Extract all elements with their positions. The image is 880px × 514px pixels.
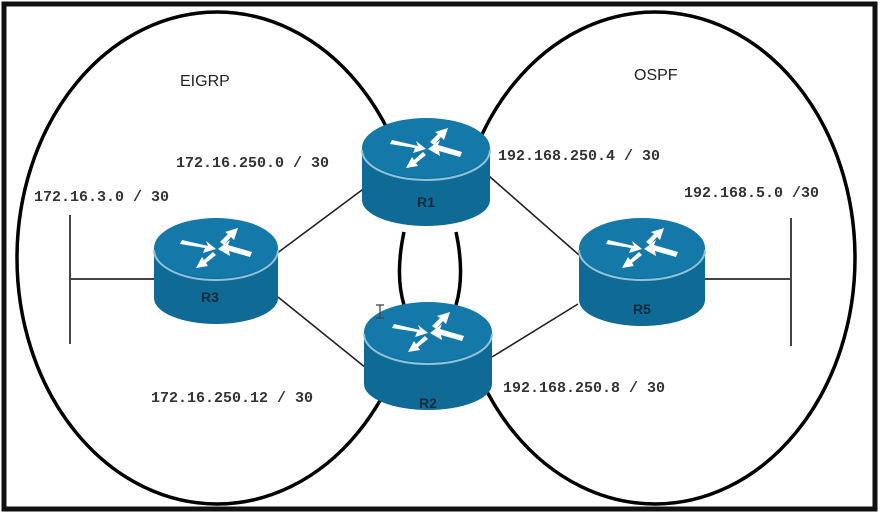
network-label-r5-lan: 192.168.5.0 /30 (684, 185, 819, 202)
router-top (364, 302, 492, 362)
text-cursor-icon (376, 304, 384, 319)
link-r2-r5 (491, 303, 579, 358)
router-stripe (363, 333, 493, 365)
router-label-r5: R5 (633, 301, 651, 317)
router-stripe (361, 149, 491, 181)
router-top (579, 218, 705, 278)
network-label-r1-r5: 192.168.250.4 / 30 (498, 148, 660, 165)
network-label-r3-lan: 172.16.3.0 / 30 (34, 189, 169, 206)
ospf-area-label: OSPF (634, 67, 678, 84)
link-r3-r2 (277, 296, 367, 369)
router-stripe (578, 249, 706, 281)
link-r1-r5 (488, 175, 580, 256)
eigrp-area-label: EIGRP (180, 73, 230, 90)
network-label-r1-r3: 172.16.250.0 / 30 (176, 155, 329, 172)
eigrp-ellipse-inner-arc (397, 231, 406, 306)
network-label-r2-r5: 192.168.250.8 / 30 (503, 380, 665, 397)
router-label-r3: R3 (201, 289, 219, 305)
router-stripe (153, 249, 279, 281)
router-top (362, 118, 490, 178)
router-label-r1: R1 (417, 194, 435, 210)
router-r2[interactable]: R2 (363, 302, 493, 411)
router-r3[interactable]: R3 (153, 218, 279, 324)
router-top (154, 218, 278, 278)
router-label-r2: R2 (419, 395, 437, 411)
router-r1[interactable]: R1 (361, 118, 491, 226)
network-label-r2-r3: 172.16.250.12 / 30 (151, 390, 313, 407)
link-r3-r1 (275, 186, 367, 255)
ospf-ellipse-inner-arc (454, 231, 463, 306)
router-r5[interactable]: R5 (578, 218, 706, 326)
